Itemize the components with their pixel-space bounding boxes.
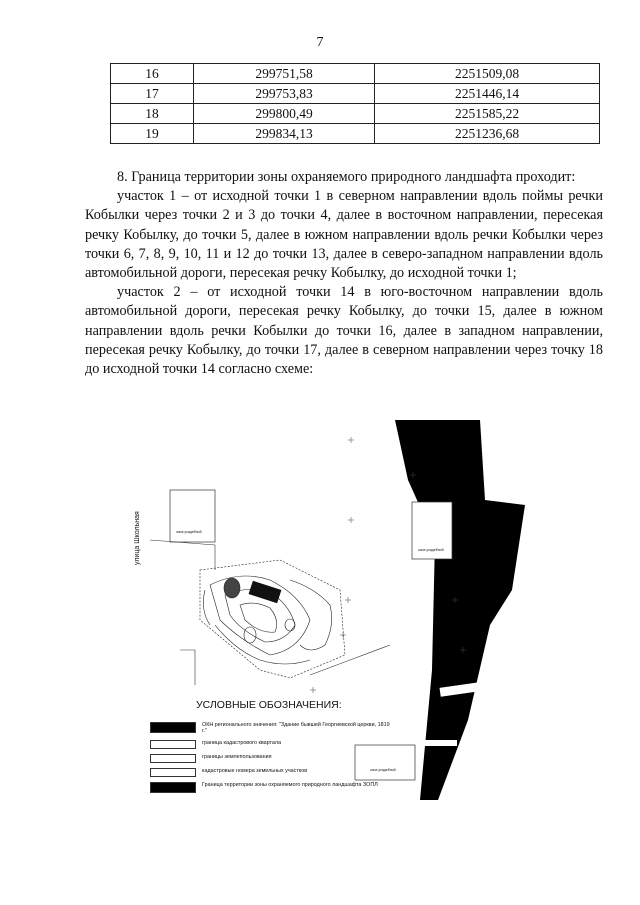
legend-label: граница кадастрового квартала: [202, 740, 282, 746]
legend-label: кадастровые номера земельных участков: [202, 768, 308, 774]
legend-swatch-outline: [150, 754, 196, 763]
legend-swatch-black: [150, 722, 196, 733]
cadastral-line: [180, 649, 196, 685]
section-1-description: участок 1 – от исходной точки 1 в северн…: [85, 188, 603, 282]
plot-outline-bottom: [354, 744, 416, 781]
page-number: 7: [316, 35, 324, 50]
protected-zone-band: [395, 420, 525, 800]
section-2-description: участок 2 – от исходной точки 14 в юго-в…: [85, 284, 603, 378]
x-coordinate-cell: 299834,13: [193, 123, 375, 144]
band-gap: [439, 682, 481, 697]
plot-label: зона усадебной: [370, 768, 396, 772]
park-area: [199, 559, 346, 679]
point-cell: 18: [110, 103, 194, 124]
plot-label: зона усадебной: [418, 548, 444, 552]
body-text: 8. Граница территории зоны охраняемого п…: [85, 168, 603, 379]
legend-swatch-black: [150, 782, 196, 793]
heritage-object: [248, 580, 282, 604]
plot-outline-right: [411, 501, 453, 560]
band-gap: [422, 740, 457, 746]
paragraph-8: 8. Граница территории зоны охраняемого п…: [117, 169, 576, 185]
legend-swatch-outline: [150, 768, 196, 777]
point-cell: 16: [110, 63, 194, 84]
y-coordinate-cell: 2251509,08: [374, 63, 600, 84]
x-coordinate-cell: 299751,58: [193, 63, 375, 84]
cadastral-line: [149, 539, 216, 570]
y-coordinate-cell: 2251236,68: [374, 123, 600, 144]
legend-label: ОКН регионального значения: "Здание бывш…: [202, 722, 390, 735]
legend-swatch-outline: [150, 740, 196, 749]
plot-outline-left: [169, 489, 216, 543]
legend-title: УСЛОВНЫЕ ОБОЗНАЧЕНИЯ:: [196, 699, 342, 711]
point-cell: 17: [110, 83, 194, 104]
y-coordinate-cell: 2251585,22: [374, 103, 600, 124]
plot-label: зона усадебной: [176, 530, 202, 534]
road-line: [309, 644, 391, 676]
street-label: улица Школьная: [134, 511, 141, 565]
y-coordinate-cell: 2251446,14: [374, 83, 600, 104]
point-cell: 19: [110, 123, 194, 144]
legend-label: Граница территории зоны охраняемого прир…: [202, 782, 378, 788]
grid-crosses: [310, 437, 466, 693]
legend-label: границы землепользования: [202, 754, 272, 760]
zone-map-scheme: [149, 420, 525, 800]
x-coordinate-cell: 299753,83: [193, 83, 375, 104]
x-coordinate-cell: 299800,49: [193, 103, 375, 124]
